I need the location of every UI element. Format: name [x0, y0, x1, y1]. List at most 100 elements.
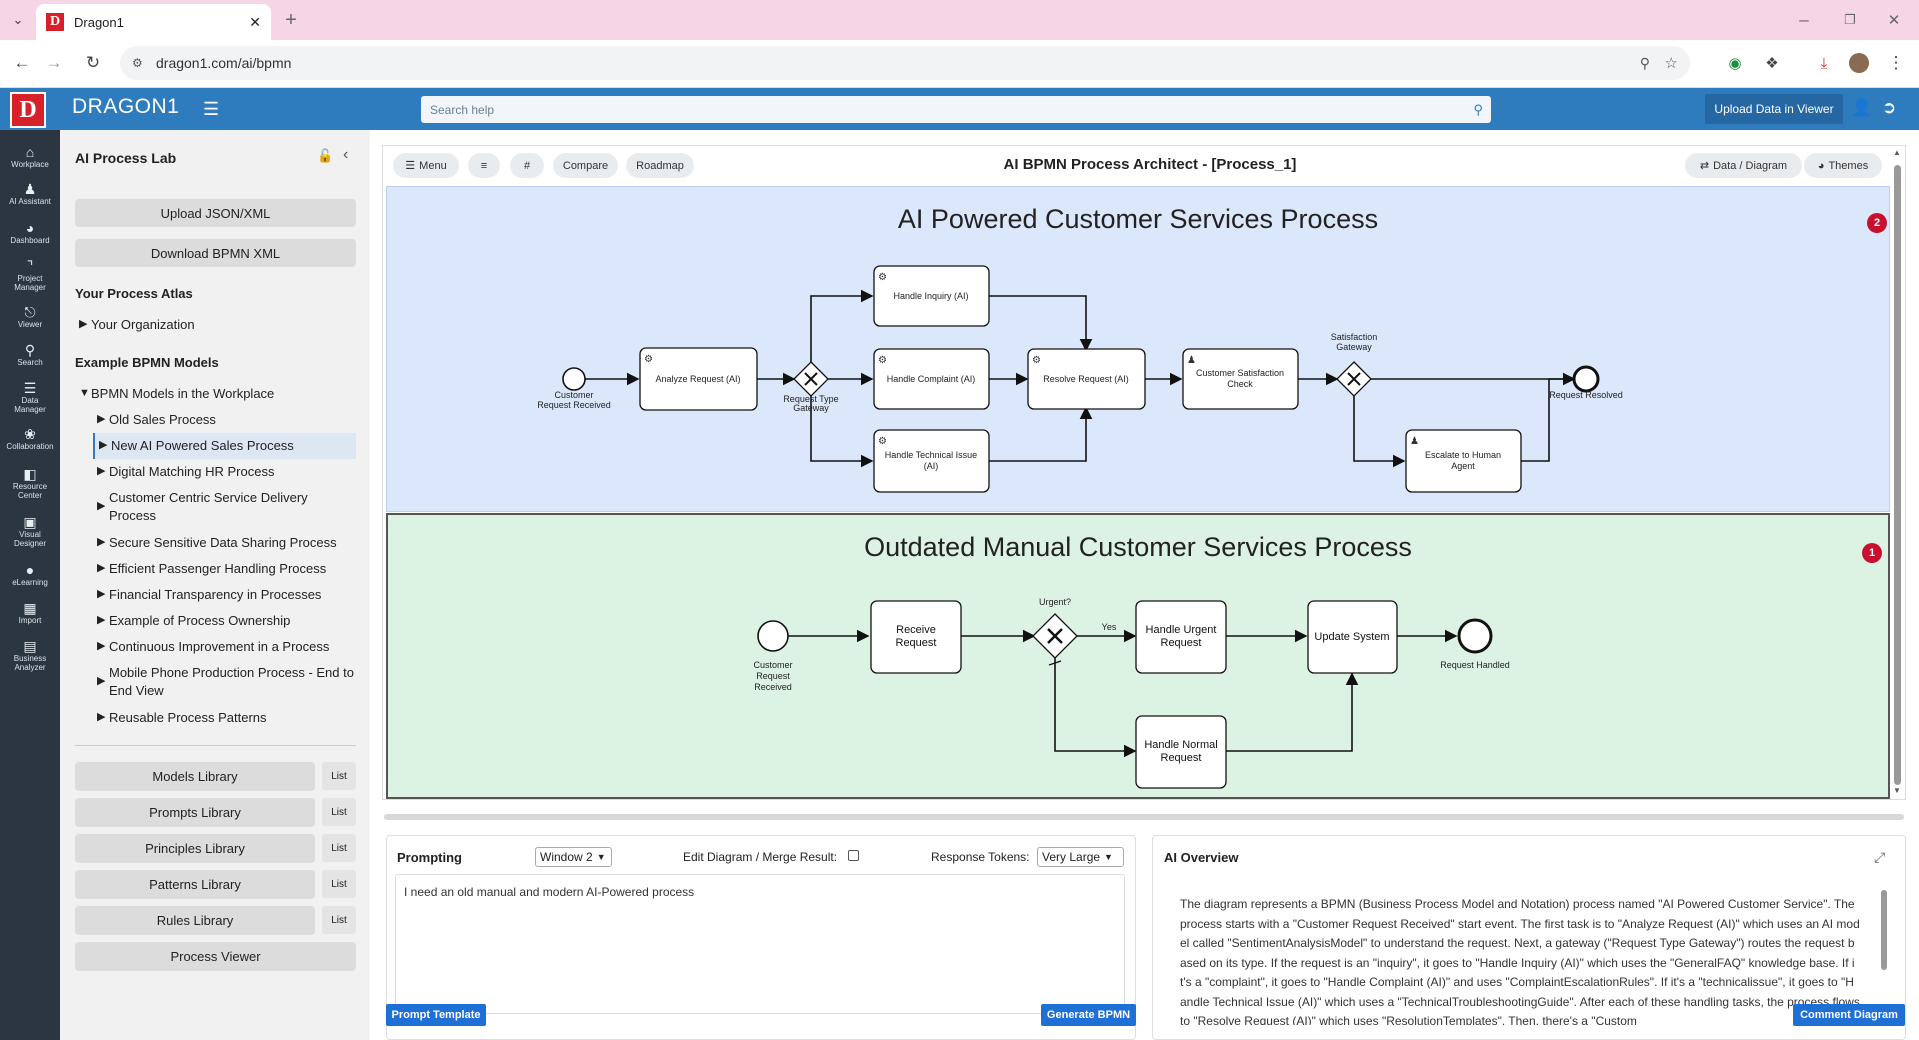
rules-library-button[interactable]: Rules Library	[75, 906, 315, 935]
lock-icon[interactable]: 🔓	[317, 148, 334, 163]
search-help-input[interactable]: Search help ⚲	[421, 96, 1491, 123]
task-normal[interactable]	[1135, 715, 1227, 789]
tree-item-model[interactable]: ▶Reusable Process Patterns	[97, 710, 267, 725]
rail-search[interactable]: ⚲Search	[0, 342, 60, 367]
forward-icon[interactable]: →	[45, 53, 63, 72]
rules-list-button[interactable]: List	[322, 906, 356, 934]
extensions-icon[interactable]: ❖	[1765, 55, 1779, 72]
task-resolve[interactable]	[1027, 348, 1146, 410]
download-icon[interactable]: ⤓	[1820, 54, 1828, 72]
models-library-button[interactable]: Models Library	[75, 762, 315, 791]
upload-json-xml-button[interactable]: Upload JSON/XML	[75, 199, 356, 227]
task-analyze[interactable]	[639, 347, 758, 411]
grammarly-icon[interactable]: ◉	[1728, 55, 1742, 72]
principles-list-button[interactable]: List	[322, 834, 356, 862]
back-icon[interactable]: ←	[13, 53, 31, 72]
task-receive[interactable]	[870, 600, 962, 674]
tab-list-icon[interactable]: ⌄	[12, 12, 24, 27]
tree-folder-workplace[interactable]: ▼BPMN Models in the Workplace	[79, 386, 275, 401]
task-satisfaction-check[interactable]	[1182, 348, 1299, 410]
expand-icon[interactable]: ⤢	[1874, 849, 1886, 865]
tree-item-model[interactable]: ▶Example of Process Ownership	[97, 613, 291, 628]
rail-dashboard[interactable]: ◕Dashboard	[0, 220, 60, 245]
download-bpmn-xml-button[interactable]: Download BPMN XML	[75, 239, 356, 267]
rail-workplace[interactable]: ⌂Workplace	[0, 144, 60, 169]
comment-diagram-button[interactable]: Comment Diagram	[1793, 1004, 1905, 1026]
task-update-system[interactable]	[1307, 600, 1398, 674]
browser-menu-icon[interactable]: ⋮	[1887, 53, 1905, 72]
rail-data-manager[interactable]: ☰Data Manager	[0, 380, 60, 414]
tree-item-model[interactable]: ▶Mobile Phone Production Process - End t…	[97, 665, 354, 698]
bookmark-star-icon[interactable]: ☆	[1664, 55, 1678, 72]
start-event[interactable]	[757, 620, 789, 652]
tree-item-model[interactable]: ▶Digital Matching HR Process	[97, 464, 275, 479]
site-info-icon[interactable]: ⚙	[132, 56, 143, 70]
collapse-sidebar-icon[interactable]: ‹	[343, 146, 349, 163]
process-viewer-button[interactable]: Process Viewer	[75, 942, 356, 971]
manual-process-diagram[interactable]: Customer Request Received Urgent? Yes Re…	[386, 513, 1890, 799]
rail-business-analyzer[interactable]: ▤Business Analyzer	[0, 638, 60, 672]
scroll-down-icon[interactable]: ▼	[1893, 786, 1901, 795]
tree-item-model[interactable]: ▶Continuous Improvement in a Process	[97, 639, 330, 654]
tree-item-model[interactable]: ▶Financial Transparency in Processes	[97, 587, 322, 602]
upload-data-in-viewer-button[interactable]: Upload Data in Viewer	[1705, 94, 1843, 124]
edit-merge-checkbox[interactable]	[848, 850, 859, 861]
rail-import[interactable]: ▦Import	[0, 600, 60, 625]
tree-item-model[interactable]: ▶Old Sales Process	[97, 412, 216, 427]
tree-item-model-selected[interactable]: ▶New AI Powered Sales Process	[99, 438, 294, 453]
compare-button[interactable]: Compare	[553, 153, 618, 178]
grid-button[interactable]: #	[510, 153, 544, 178]
window-select[interactable]: Window 2▼	[535, 847, 612, 867]
rail-viewer[interactable]: ⎋Viewer	[0, 304, 60, 329]
task-escalate[interactable]	[1405, 429, 1522, 493]
tree-item-organization[interactable]: ▶Your Organization	[79, 317, 195, 332]
reload-icon[interactable]: ↻	[85, 53, 101, 72]
task-urgent[interactable]	[1135, 600, 1227, 674]
models-list-button[interactable]: List	[322, 762, 356, 790]
rail-resource-center[interactable]: ◧Resource Center	[0, 466, 60, 500]
overview-scrollbar[interactable]	[1881, 890, 1887, 970]
tree-item-model[interactable]: ▶Secure Sensitive Data Sharing Process	[97, 535, 337, 550]
tree-item-model[interactable]: ▶Efficient Passenger Handling Process	[97, 561, 327, 576]
prompts-library-button[interactable]: Prompts Library	[75, 798, 315, 827]
patterns-library-button[interactable]: Patterns Library	[75, 870, 315, 899]
restore-icon[interactable]: ❐	[1844, 12, 1856, 27]
start-event[interactable]	[562, 367, 586, 391]
hamburger-menu-icon[interactable]: ☰	[203, 99, 220, 119]
ai-process-diagram[interactable]: ⚙ ⚙ ⚙ ⚙ ⚙ ♟ ♟ Customer Request Received …	[386, 186, 1890, 512]
tree-item-model[interactable]: ▶Customer Centric Service Delivery Proce…	[97, 490, 308, 523]
browser-tab[interactable]: D Dragon1 ✕	[36, 4, 271, 40]
dragon1-logo[interactable]: D	[10, 92, 46, 128]
logout-icon[interactable]: ➲	[1882, 98, 1897, 117]
close-window-icon[interactable]: ✕	[1887, 12, 1901, 29]
scroll-up-icon[interactable]: ▲	[1893, 148, 1901, 157]
menu-button[interactable]: ☰Menu	[393, 153, 459, 178]
rail-project-manager[interactable]: ⌝Project Manager	[0, 258, 60, 292]
patterns-list-button[interactable]: List	[322, 870, 356, 898]
roadmap-button[interactable]: Roadmap	[626, 153, 694, 178]
rail-collaboration[interactable]: ❀Collaboration	[0, 426, 60, 451]
minimize-icon[interactable]: –	[1799, 10, 1809, 29]
prompt-textarea[interactable]: I need an old manual and modern AI-Power…	[395, 874, 1125, 1014]
task-inquiry[interactable]	[873, 265, 990, 327]
rail-visual-designer[interactable]: ▣Visual Designer	[0, 514, 60, 548]
task-complaint[interactable]	[873, 348, 990, 410]
tokens-select[interactable]: Very Large▼	[1037, 847, 1124, 867]
zoom-icon[interactable]: ⚲	[1639, 54, 1650, 71]
url-field[interactable]: ⚙ dragon1.com/ai/bpmn ⚲ ☆	[120, 46, 1690, 80]
prompts-list-button[interactable]: List	[322, 798, 356, 826]
data-diagram-button[interactable]: ⇄Data / Diagram	[1685, 153, 1802, 178]
prompt-template-button[interactable]: Prompt Template	[386, 1004, 486, 1026]
new-tab-icon[interactable]: +	[285, 8, 297, 31]
user-icon[interactable]: 👤	[1851, 98, 1873, 117]
generate-bpmn-button[interactable]: Generate BPMN	[1041, 1004, 1136, 1026]
align-button[interactable]: ≡	[468, 153, 500, 178]
task-technical[interactable]	[873, 429, 990, 493]
canvas-scrollbar[interactable]	[1894, 165, 1901, 785]
close-tab-icon[interactable]: ✕	[249, 13, 261, 30]
end-event[interactable]	[1572, 365, 1600, 393]
search-icon[interactable]: ⚲	[1473, 101, 1483, 117]
panel-resize-handle[interactable]	[384, 814, 1904, 820]
profile-avatar[interactable]	[1849, 53, 1869, 73]
rail-ai-assistant[interactable]: ♟AI Assistant	[0, 181, 60, 206]
